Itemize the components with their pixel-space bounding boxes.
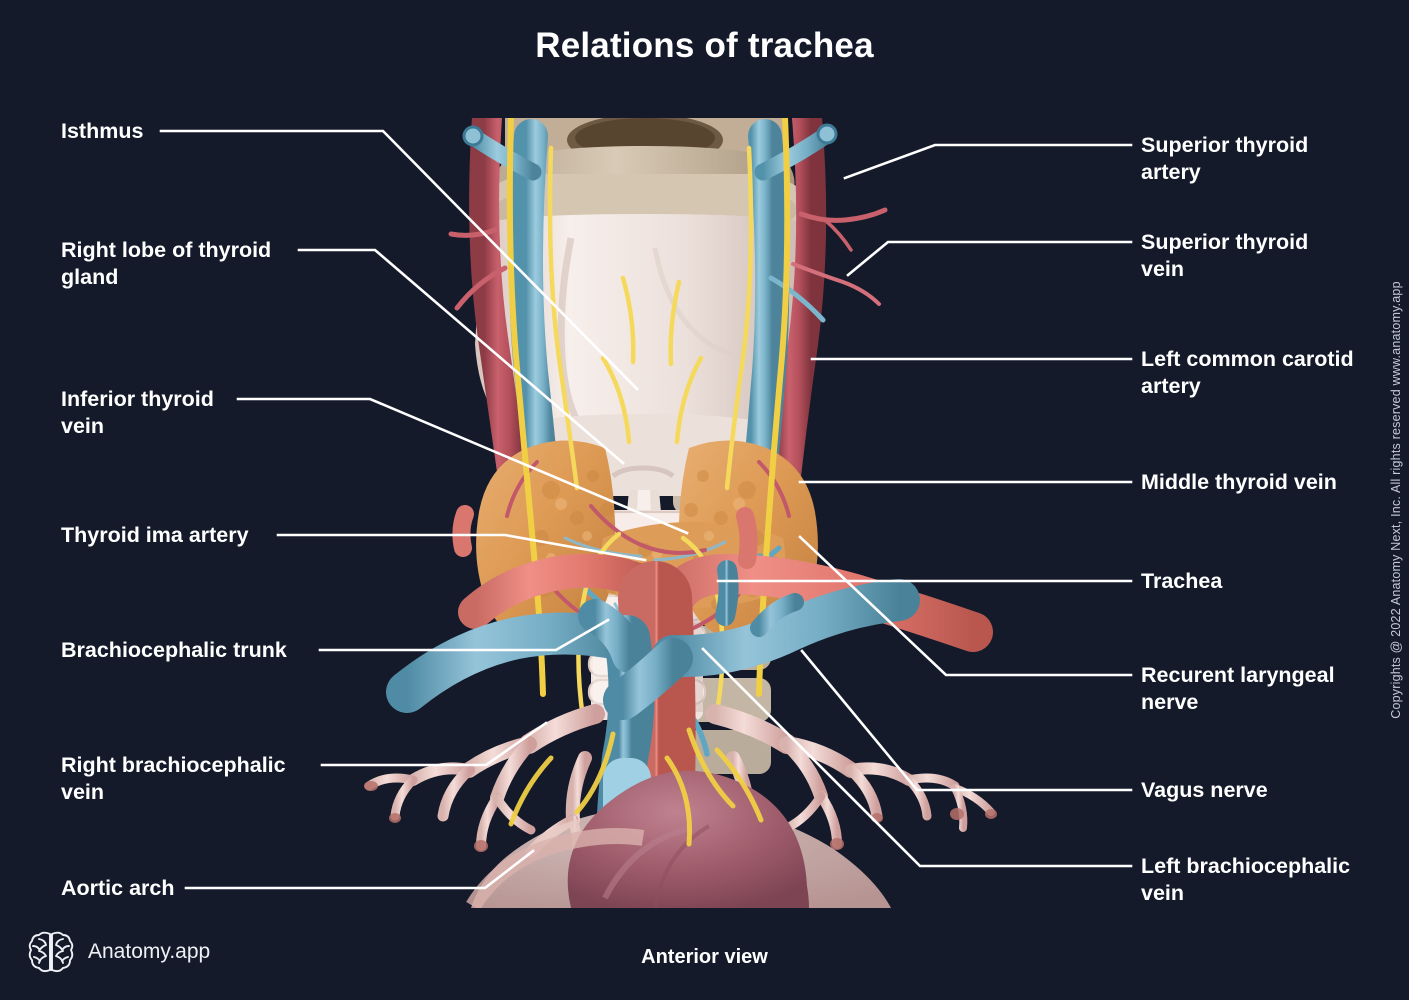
- label-recurrent-laryngeal-nerve[interactable]: Recurent laryngeal nerve: [1141, 663, 1335, 714]
- label-middle-thyroid-vein[interactable]: Middle thyroid vein: [1141, 470, 1337, 494]
- label-right-lobe-of-thyroid-gland[interactable]: Right lobe of thyroid gland: [61, 238, 272, 289]
- label-aortic-arch[interactable]: Aortic arch: [61, 876, 175, 900]
- label-right-brachiocephalic-vein[interactable]: Right brachiocephalic vein: [61, 753, 286, 804]
- page-title: Relations of trachea: [535, 26, 874, 65]
- copyright-notice: Copyrights @ 2022 Anatomy Next, Inc. All…: [1389, 281, 1403, 719]
- label-isthmus[interactable]: Isthmus: [61, 119, 144, 143]
- label-left-brachiocephalic-vein[interactable]: Left brachiocephalic vein: [1141, 854, 1351, 905]
- left-brachiocephalic-crossing: [603, 638, 693, 720]
- label-vagus-nerve[interactable]: Vagus nerve: [1141, 778, 1268, 802]
- anatomy-illustration: [355, 118, 1055, 908]
- brand-logo-group[interactable]: Anatomy.app: [28, 930, 210, 974]
- brand-name: Anatomy.app: [88, 940, 211, 963]
- label-inferior-thyroid-vein[interactable]: Inferior thyroid vein: [61, 387, 214, 438]
- label-trachea[interactable]: Trachea: [1141, 569, 1223, 593]
- lung-and-heart: [466, 770, 891, 908]
- label-thyroid-ima-artery[interactable]: Thyroid ima artery: [61, 523, 249, 547]
- right-subclavian-stub: [452, 505, 474, 557]
- left-subclavian-stub: [736, 507, 758, 569]
- label-left-common-carotid-artery[interactable]: Left common carotid artery: [1141, 347, 1354, 398]
- superior-thyroid-vessels: [768, 207, 888, 323]
- label-brachiocephalic-trunk[interactable]: Brachiocephalic trunk: [61, 638, 287, 662]
- brain-icon: [28, 931, 74, 973]
- view-caption: Anterior view: [641, 946, 768, 968]
- label-superior-thyroid-vein[interactable]: Superior thyroid vein: [1141, 230, 1309, 281]
- label-superior-thyroid-artery[interactable]: Superior thyroid artery: [1141, 133, 1309, 184]
